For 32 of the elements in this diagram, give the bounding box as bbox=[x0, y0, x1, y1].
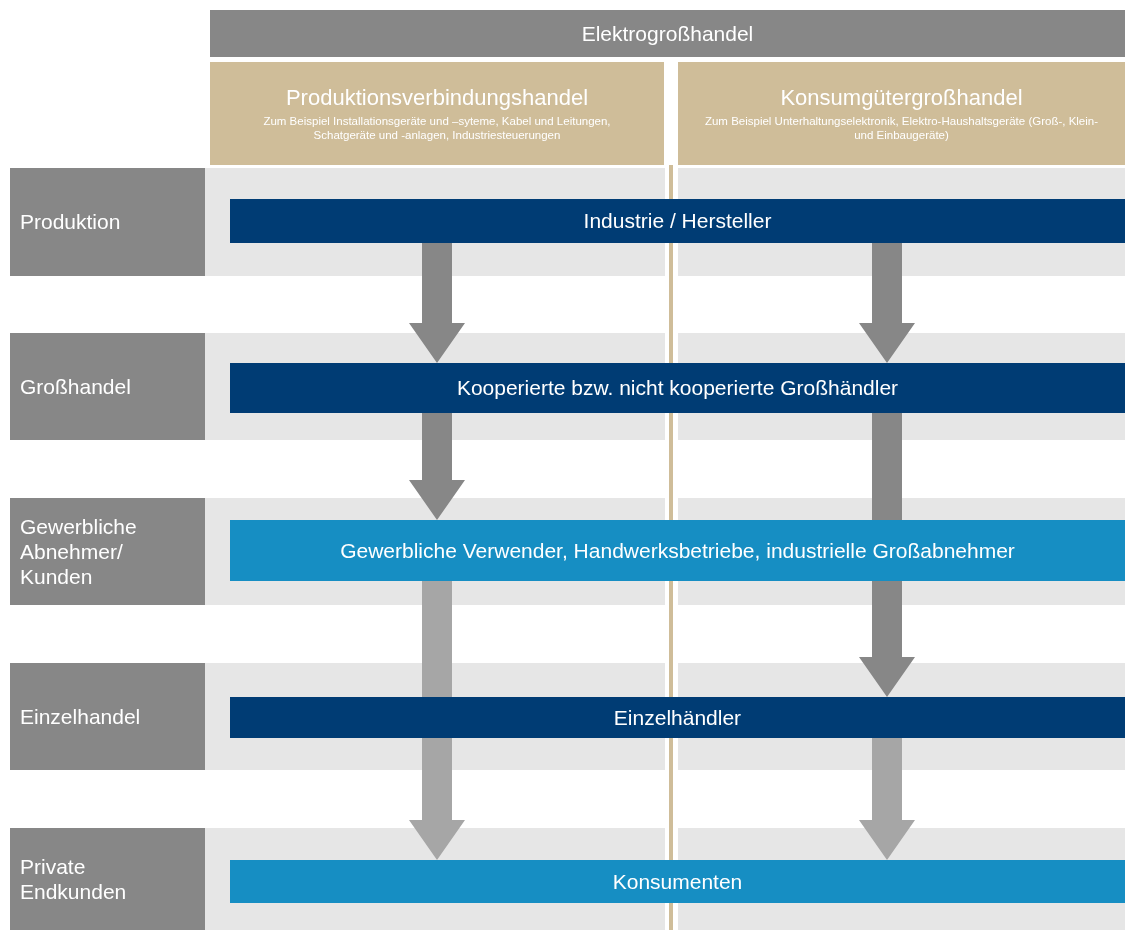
header-title: Konsumgütergroßhandel bbox=[779, 84, 1024, 111]
row-label bbox=[10, 333, 205, 440]
label-text: Gewerbliche Verwender, Handwerksbetriebe, industrielle Großabnehmer bbox=[339, 537, 1016, 564]
arrow bbox=[409, 243, 465, 363]
label-text: Produktion bbox=[20, 209, 122, 235]
process-bar bbox=[230, 363, 1125, 413]
arrow bbox=[859, 738, 915, 860]
process-bar bbox=[230, 860, 1125, 903]
row-label bbox=[10, 663, 205, 770]
description-text: Zum Beispiel Unterhaltungselektronik, Elektro-Haushaltsgeräte (Groß-, Klein- und Einbaugeräte) bbox=[703, 114, 1100, 143]
label-text: Industrie / Hersteller bbox=[582, 208, 773, 234]
row-label bbox=[10, 828, 205, 930]
category-header bbox=[210, 62, 664, 165]
label-text: Einzelhändler bbox=[612, 704, 743, 731]
label-text: Einzelhandel bbox=[20, 703, 142, 730]
arrow bbox=[859, 243, 915, 363]
label-text: Gewerbliche Abnehmer/ Kunden bbox=[20, 513, 138, 590]
label-text: Kooperierte bzw. nicht kooperierte Großhändler bbox=[455, 375, 900, 401]
process-bar bbox=[230, 199, 1125, 243]
label-text: Elektrogroßhandel bbox=[580, 20, 755, 47]
description-text: Zum Beispiel Installationsgeräte und –syteme, Kabel und Leitungen, Schatgeräte und -anlagen, Industriesteuerungen bbox=[262, 114, 612, 143]
row-label bbox=[10, 168, 205, 276]
process-bar bbox=[230, 520, 1125, 581]
header-title: Produktionsverbindungshandel bbox=[284, 84, 590, 111]
header-bar bbox=[210, 10, 1125, 57]
category-header bbox=[678, 62, 1125, 165]
label-text: Großhandel bbox=[20, 373, 132, 400]
arrow bbox=[409, 413, 465, 520]
label-text: Private Endkunden bbox=[20, 853, 128, 905]
label-text: Konsumenten bbox=[611, 868, 744, 895]
process-bar bbox=[230, 697, 1125, 738]
row-label bbox=[10, 498, 205, 605]
